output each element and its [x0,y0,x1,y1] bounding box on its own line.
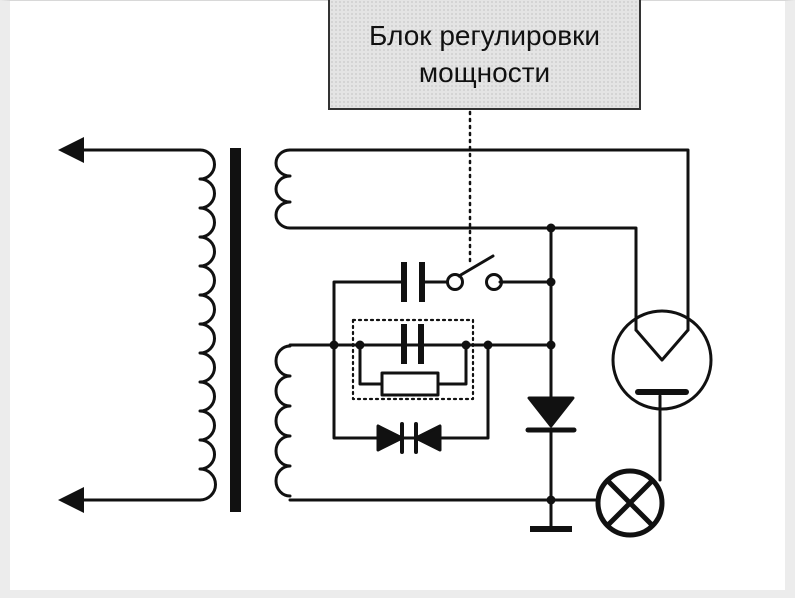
secondary-winding-upper [274,148,292,230]
transformer-core [230,148,241,512]
primary-winding [198,148,217,502]
output-arrow-bottom [58,487,202,513]
rectifier-diode [525,396,577,433]
ground-symbol [530,526,572,532]
tube-device [611,309,713,411]
power-control-label-line2: мощности [418,57,551,88]
rc-module-dashed-box [351,318,475,401]
power-switch [446,254,503,291]
power-control-label-line1: Блок регулировки [369,20,600,51]
capacitor-switched [401,262,425,302]
resistor [380,371,440,397]
junction-dots [329,223,556,505]
bidirectional-zener [376,422,442,454]
output-arrow-top [58,137,202,163]
secondary-winding-lower [274,344,292,498]
capacitor-rc [401,324,424,364]
power-control-block: Блок регулировки мощности [328,0,641,110]
indicator-lamp [595,468,665,538]
